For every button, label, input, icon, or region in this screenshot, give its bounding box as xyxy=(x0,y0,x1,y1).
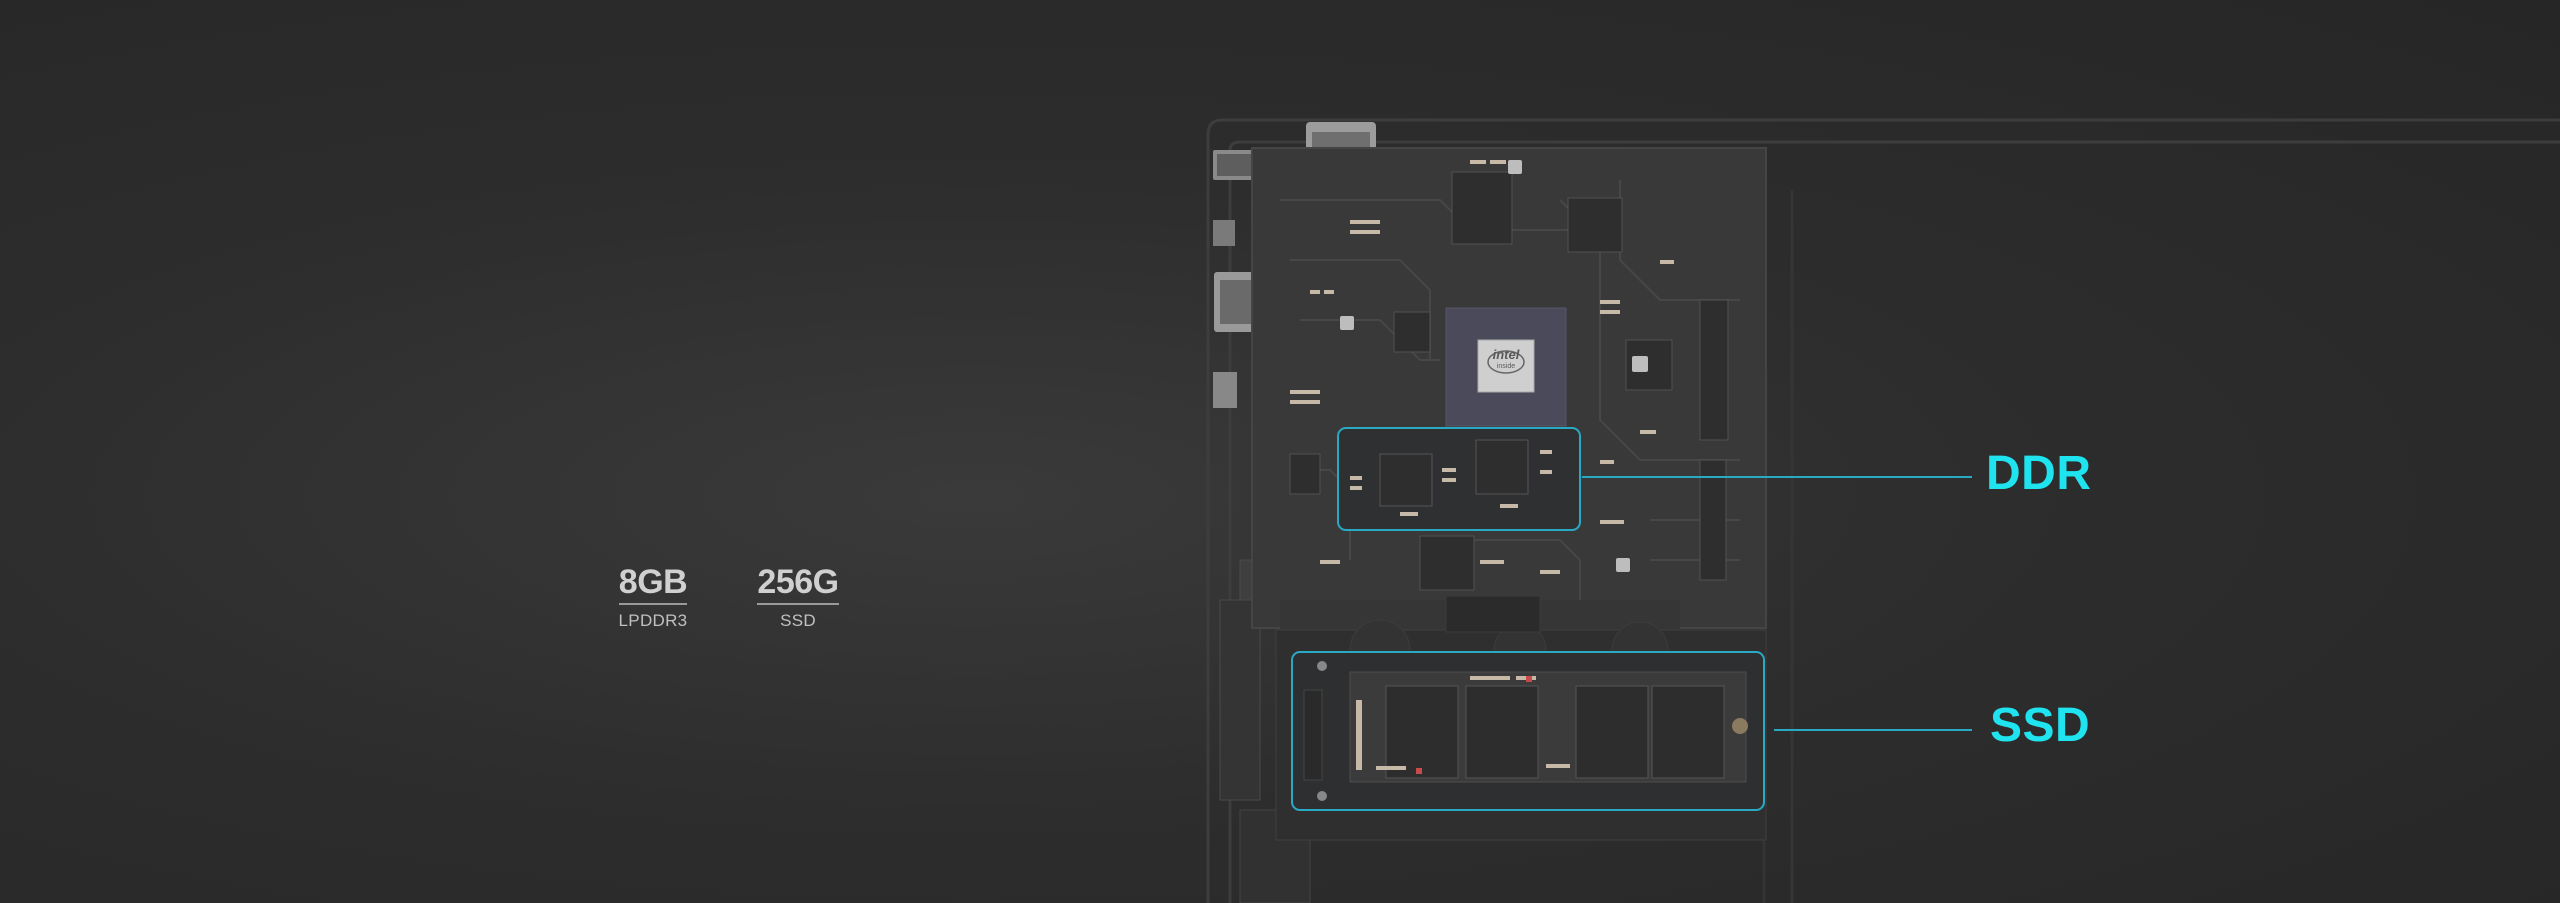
side-ports xyxy=(1213,150,1311,903)
ssd-highlight xyxy=(1291,651,1972,811)
ddr-callout-label: DDR xyxy=(1986,447,2092,500)
ddr-highlight xyxy=(1337,427,1972,531)
ddr-chip xyxy=(1475,439,1529,495)
storage-type: SSD xyxy=(780,611,816,630)
ssd-chip xyxy=(1651,685,1725,779)
ssd-chip xyxy=(1385,685,1459,779)
cpu-logo: intel inside xyxy=(1478,348,1534,372)
storage-size: 256G xyxy=(757,563,839,605)
ssd-chip xyxy=(1575,685,1649,779)
ssd-callout-label: SSD xyxy=(1990,699,2091,752)
storage-spec: 256G SSD xyxy=(752,563,844,631)
cpu-die xyxy=(1477,339,1535,393)
memory-spec: 8GB LPDDR3 xyxy=(614,563,692,631)
cpu-logo-sub: inside xyxy=(1496,363,1516,370)
ssd-chip xyxy=(1465,685,1539,779)
memory-type: LPDDR3 xyxy=(618,611,688,630)
motherboard xyxy=(1251,147,1767,640)
ddr-chip xyxy=(1379,453,1433,507)
memory-size: 8GB xyxy=(618,563,688,605)
cpu-logo-brand: intel xyxy=(1492,347,1520,362)
